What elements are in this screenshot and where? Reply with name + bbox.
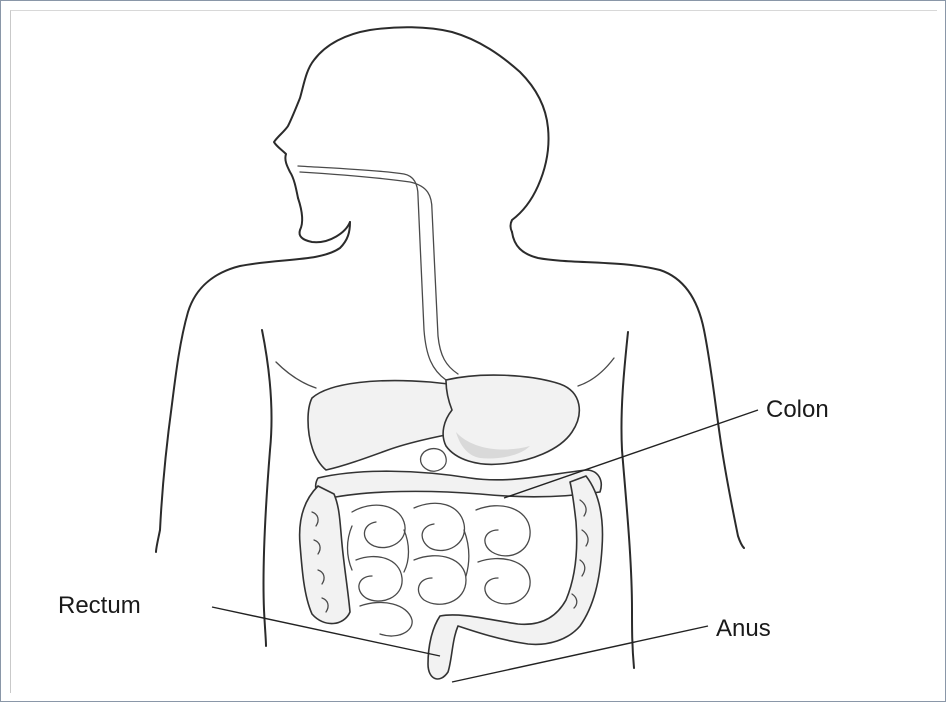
- left-torso-outline: [262, 330, 272, 646]
- colon: [300, 470, 603, 679]
- small-intestine-loop-8: [348, 526, 469, 576]
- small-intestine-loop-6: [478, 559, 530, 604]
- anus-label: Anus: [716, 617, 771, 641]
- small-intestine-loop-4: [356, 557, 402, 601]
- small-intestine-loop-5: [414, 556, 466, 605]
- head-outline: [274, 27, 549, 232]
- small-intestine-loop-7: [360, 602, 412, 636]
- gallbladder: [421, 449, 447, 472]
- transverse-colon: [316, 470, 602, 498]
- small-intestine: [348, 503, 531, 636]
- small-intestine-loop-3: [476, 506, 530, 556]
- esophagus-left-wall: [298, 166, 446, 380]
- body-outline: [156, 27, 744, 668]
- descending-colon: [428, 476, 602, 679]
- esophagus: [298, 166, 458, 380]
- upper-organs: [308, 375, 579, 471]
- rectum-label: Rectum: [58, 594, 141, 618]
- esophagus-right-wall: [300, 172, 458, 374]
- colon-label: Colon: [766, 398, 829, 422]
- left-chest-line: [276, 362, 316, 388]
- ascending-colon: [300, 486, 350, 624]
- small-intestine-loop-1: [352, 505, 405, 547]
- small-intestine-loop-2: [414, 503, 464, 550]
- right-torso-outline: [621, 332, 634, 668]
- right-chest-line: [578, 358, 614, 386]
- chin-outline: [298, 198, 350, 242]
